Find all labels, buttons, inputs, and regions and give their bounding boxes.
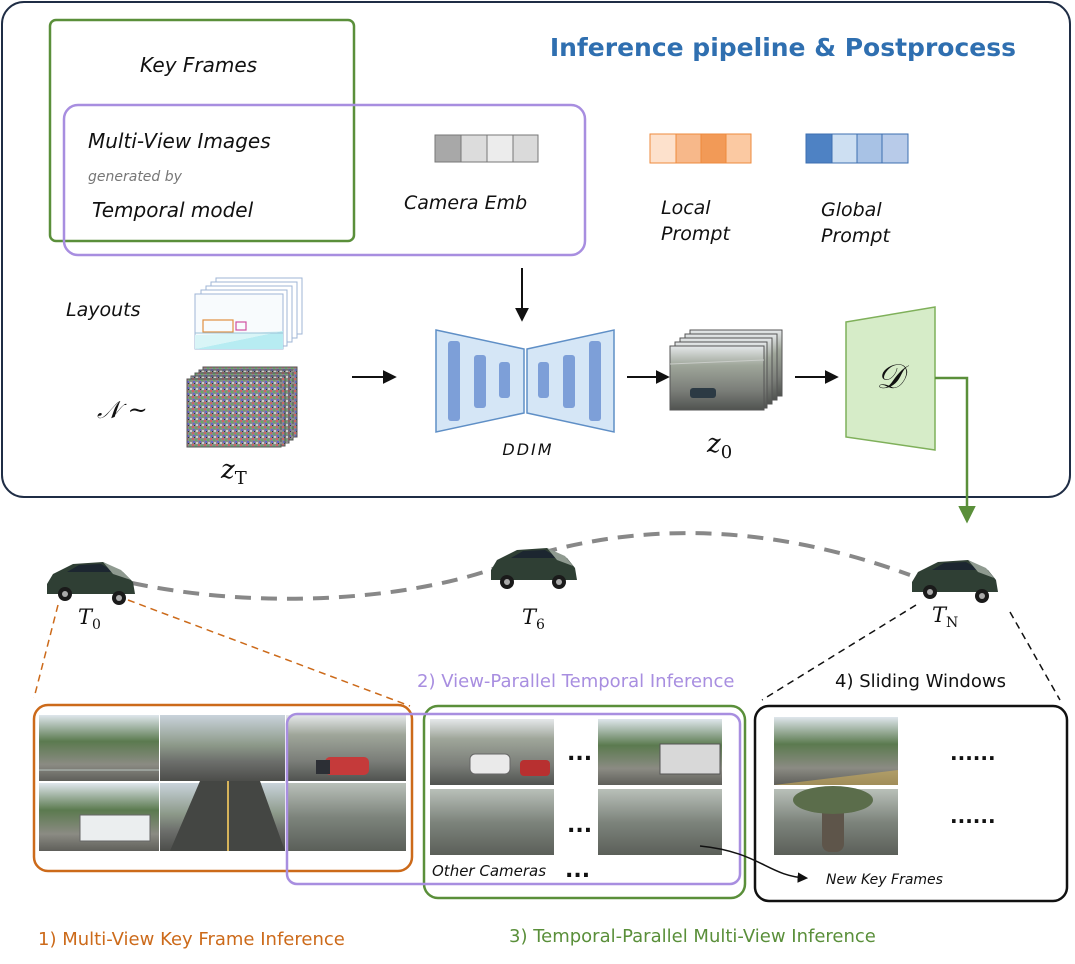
global-prompt-line1: Global bbox=[821, 199, 882, 221]
noise-latent-stack bbox=[186, 366, 298, 448]
key-frame-images bbox=[39, 715, 406, 851]
car-tn bbox=[912, 560, 998, 603]
stage-4-box bbox=[753, 704, 1069, 903]
new-key-frames-label: New Key Frames bbox=[826, 872, 943, 888]
key-frames-label: Key Frames bbox=[140, 53, 257, 77]
multi-view-box bbox=[62, 103, 587, 257]
trajectory-path bbox=[131, 531, 911, 601]
z-T-label: zT bbox=[220, 455, 247, 489]
zoom-line-t0-right bbox=[127, 599, 411, 707]
ddim-label: DDIM bbox=[502, 440, 553, 459]
global-prompt-line2: Prompt bbox=[821, 225, 891, 247]
dots-row2: ... bbox=[567, 813, 592, 838]
dots-other-cameras: ... bbox=[565, 858, 590, 883]
decoder-output-arrow bbox=[935, 376, 976, 524]
zoom-line-tn-left bbox=[761, 604, 917, 701]
camera-emb-label: Camera Emb bbox=[404, 192, 527, 214]
stage-3-box bbox=[422, 704, 747, 900]
stage-sliding-windows-label: 4) Sliding Windows bbox=[835, 671, 1006, 692]
dots-sliding-row1: ...... bbox=[950, 741, 996, 765]
new-key-frames-arrow bbox=[699, 845, 809, 883]
car-t0 bbox=[47, 562, 135, 605]
key-frames-box bbox=[48, 18, 356, 243]
zoom-line-t0-left bbox=[33, 604, 59, 699]
temporal-parallel-images bbox=[430, 719, 722, 855]
layouts-label: Layouts bbox=[66, 299, 141, 321]
multi-view-images-label: Multi-View Images bbox=[88, 129, 271, 153]
stage-1-box bbox=[32, 703, 414, 873]
zoom-line-tn-right bbox=[1009, 611, 1061, 701]
global-prompt-token bbox=[805, 133, 909, 164]
inference-panel bbox=[1, 1, 1071, 498]
tn-label: TN bbox=[932, 603, 958, 631]
dots-row1: ... bbox=[567, 741, 592, 766]
decoder-block bbox=[845, 306, 936, 451]
stage-multi-view-key-label: 1) Multi-View Key Frame Inference bbox=[38, 929, 345, 950]
z-0-label: z0 bbox=[706, 429, 732, 463]
temporal-model-label: Temporal model bbox=[92, 198, 254, 222]
t0-label: T0 bbox=[78, 605, 101, 633]
dots-sliding-row2: ...... bbox=[950, 804, 996, 828]
stage-temporal-parallel-label: 3) Temporal-Parallel Multi-View Inferenc… bbox=[509, 926, 876, 947]
t6-label: T6 bbox=[522, 605, 545, 633]
stage-view-parallel-label: 2) View-Parallel Temporal Inference bbox=[417, 671, 734, 692]
local-prompt-line1: Local bbox=[661, 197, 711, 219]
generated-by-label: generated by bbox=[88, 169, 183, 185]
stage-2-box bbox=[285, 712, 742, 886]
ddim-unet bbox=[435, 329, 615, 433]
other-cameras-label: Other Cameras bbox=[432, 862, 546, 880]
sliding-window-images bbox=[774, 717, 898, 855]
noise-label: 𝒩 ~ bbox=[97, 396, 148, 424]
layouts-stack bbox=[194, 277, 303, 350]
camera-emb-token bbox=[434, 134, 539, 163]
z0-image-stack bbox=[669, 329, 783, 411]
local-prompt-token bbox=[649, 133, 752, 164]
panel-title: Inference pipeline & Postprocess bbox=[550, 33, 1016, 62]
local-prompt-line2: Prompt bbox=[661, 223, 731, 245]
car-t6 bbox=[491, 548, 577, 589]
